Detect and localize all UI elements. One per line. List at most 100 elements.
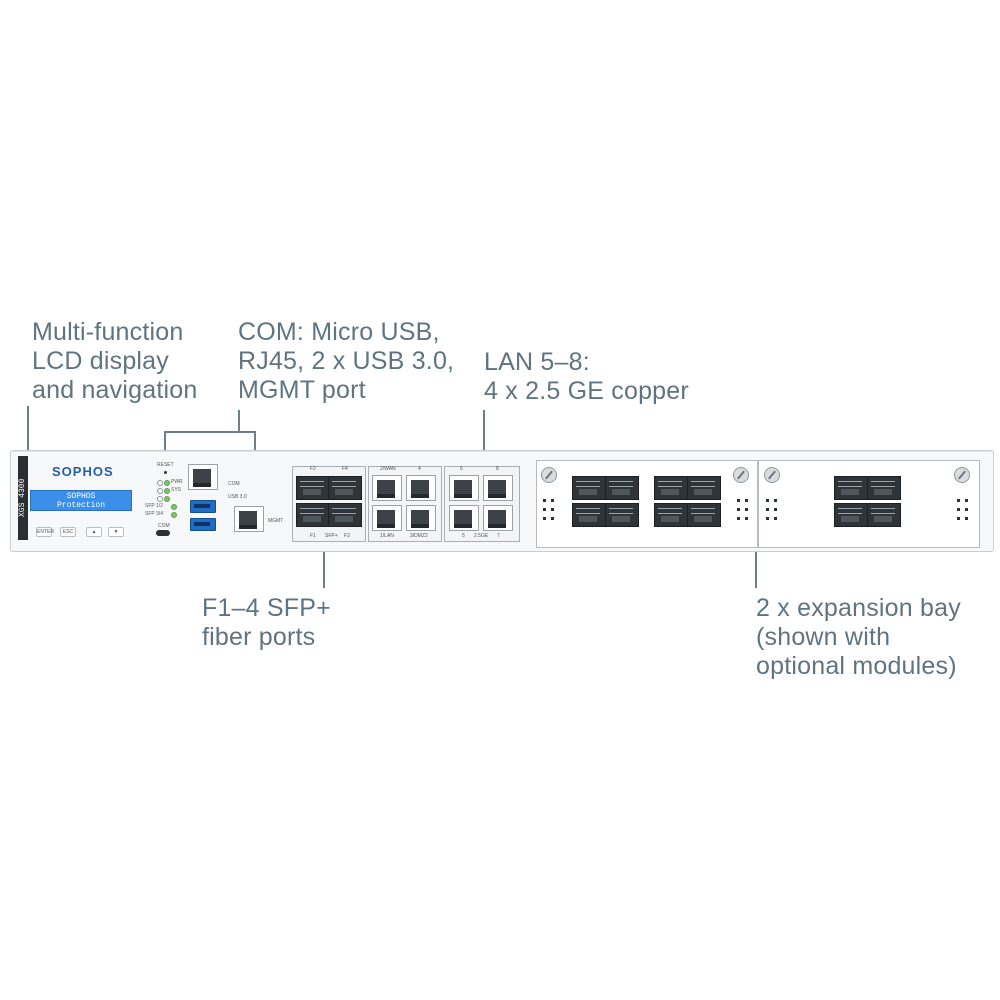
micro-usb-label: COM [158, 523, 170, 529]
lcd-leader-line [27, 406, 29, 466]
bay-1-vent [551, 517, 554, 520]
lcd-callout-line3: and navigation [32, 376, 198, 404]
usb-port-1[interactable] [190, 500, 216, 513]
sophos-logo: SOPHOS [52, 464, 114, 479]
sfp-label-f1: F1 [310, 533, 316, 539]
port-2-wan[interactable] [372, 475, 402, 501]
mgmt-label: MGMT [268, 518, 284, 524]
expansion-callout-line3: optional modules) [756, 652, 957, 680]
sfp-label-f4: F4 [342, 466, 348, 472]
expansion-callout-line1: 2 x expansion bay [756, 594, 961, 622]
com-callout-line1: COM: Micro USB, [238, 318, 440, 346]
sfp-port-f1[interactable] [296, 503, 330, 527]
expansion-leader-line [755, 548, 757, 588]
bay-2-vent [766, 517, 769, 520]
port-label-1lan: 1/LAN [380, 533, 394, 539]
bay-1-sfp-port[interactable] [654, 476, 688, 500]
led-1 [157, 480, 163, 486]
bay-2-vent [965, 517, 968, 520]
bay-1-sfp-port[interactable] [687, 503, 721, 527]
down-button[interactable]: ▼ [108, 527, 124, 537]
com-callout-line3: MGMT port [238, 376, 366, 404]
bay-2-sfp-port[interactable] [867, 503, 901, 527]
bay-2-vent [957, 508, 960, 511]
lan-port-8[interactable] [483, 475, 513, 501]
enter-button[interactable]: ENTER [36, 527, 54, 537]
com-port-label: COM [228, 481, 240, 487]
lcd-line1: SOPHOS [66, 492, 96, 501]
lan-leader-line [483, 410, 485, 460]
bay-1-sfp-port[interactable] [605, 503, 639, 527]
bay-2-sfp-port[interactable] [834, 476, 868, 500]
up-button[interactable]: ▲ [86, 527, 102, 537]
bay-2-vent [774, 517, 777, 520]
model-label: XGS 4300 [18, 456, 28, 540]
bay-2-vent [766, 499, 769, 502]
bay-1-left-screw[interactable] [541, 467, 557, 483]
led-sfp12 [171, 504, 177, 510]
port-1-lan[interactable] [372, 505, 402, 531]
lcd-display: SOPHOS Protection [30, 490, 132, 511]
lan-label-5: 5 [462, 533, 465, 539]
led-sys [164, 488, 170, 494]
sfp-label-sfpplus: SFP+ [325, 533, 338, 539]
reset-pinhole[interactable] [164, 471, 167, 474]
bay-1-vent [745, 517, 748, 520]
bay-2-sfp-port[interactable] [867, 476, 901, 500]
bay-2-vent [965, 508, 968, 511]
port-label-4: 4 [418, 466, 421, 472]
sfp-port-f4[interactable] [328, 476, 362, 500]
lan-port-6[interactable] [449, 475, 479, 501]
bay-1-vent [543, 517, 546, 520]
bay-2-sfp-port[interactable] [834, 503, 868, 527]
port-3-dmz[interactable] [406, 505, 436, 531]
expansion-callout-line2: (shown with [756, 623, 891, 651]
lan-port-5[interactable] [449, 505, 479, 531]
lan-label-25ge: 2.5GE [474, 533, 489, 539]
sfp-port-f2[interactable] [296, 476, 330, 500]
sfp-callout-line1: F1–4 SFP+ [202, 594, 331, 622]
reset-label: RESET [157, 462, 174, 468]
lan-callout-line2: 4 x 2.5 GE copper [484, 377, 689, 405]
sfp-leader-line [323, 548, 325, 588]
bay-1-vent [543, 508, 546, 511]
lcd-line2: Protection [56, 501, 105, 510]
esc-button[interactable]: ESC [60, 527, 76, 537]
com-callout-line2: RJ45, 2 x USB 3.0, [238, 347, 455, 375]
bay-1-vent [737, 499, 740, 502]
expansion-callout: 2 x expansion bay (shown with optional m… [756, 594, 961, 681]
lcd-callout: Multi-function LCD display and navigatio… [32, 318, 197, 405]
bay-1-sfp-port[interactable] [572, 503, 606, 527]
usb-port-2[interactable] [190, 518, 216, 531]
lan-label-8: 8 [496, 466, 499, 472]
bay-1-vent [745, 499, 748, 502]
bay-1-vent [551, 508, 554, 511]
led-2 [157, 488, 163, 494]
lan-port-7[interactable] [483, 505, 513, 531]
lan-callout-line1: LAN 5–8: [484, 348, 590, 376]
led-sfp34-label: SFP 3/4 [145, 511, 163, 517]
lan-label-7: 7 [497, 533, 500, 539]
mgmt-port[interactable] [234, 506, 264, 532]
bay-1-vent [745, 508, 748, 511]
bay-1-sfp-port[interactable] [687, 476, 721, 500]
bay-2-vent [957, 499, 960, 502]
led-sfp12-label: SFP 1/2 [145, 503, 163, 509]
bay-2-left-screw[interactable] [764, 467, 780, 483]
bay-1-vent [543, 499, 546, 502]
bay-1-sfp-port[interactable] [654, 503, 688, 527]
sfp-callout-line2: fiber ports [202, 623, 316, 651]
led-pwr [164, 480, 170, 486]
led-pwr-label: PWR [171, 479, 183, 485]
led-sys-label: SYS [171, 487, 182, 493]
port-4[interactable] [406, 475, 436, 501]
sfp-label-f2: F2 [310, 466, 316, 472]
bay-1-sfp-port[interactable] [572, 476, 606, 500]
bay-1-sfp-port[interactable] [605, 476, 639, 500]
led-ha [164, 496, 170, 502]
bay-1-right-screw[interactable] [733, 467, 749, 483]
com-rj45-port[interactable] [188, 464, 218, 490]
sfp-port-f3[interactable] [328, 503, 362, 527]
bay-2-right-screw[interactable] [954, 467, 970, 483]
micro-usb-port[interactable] [156, 530, 170, 536]
